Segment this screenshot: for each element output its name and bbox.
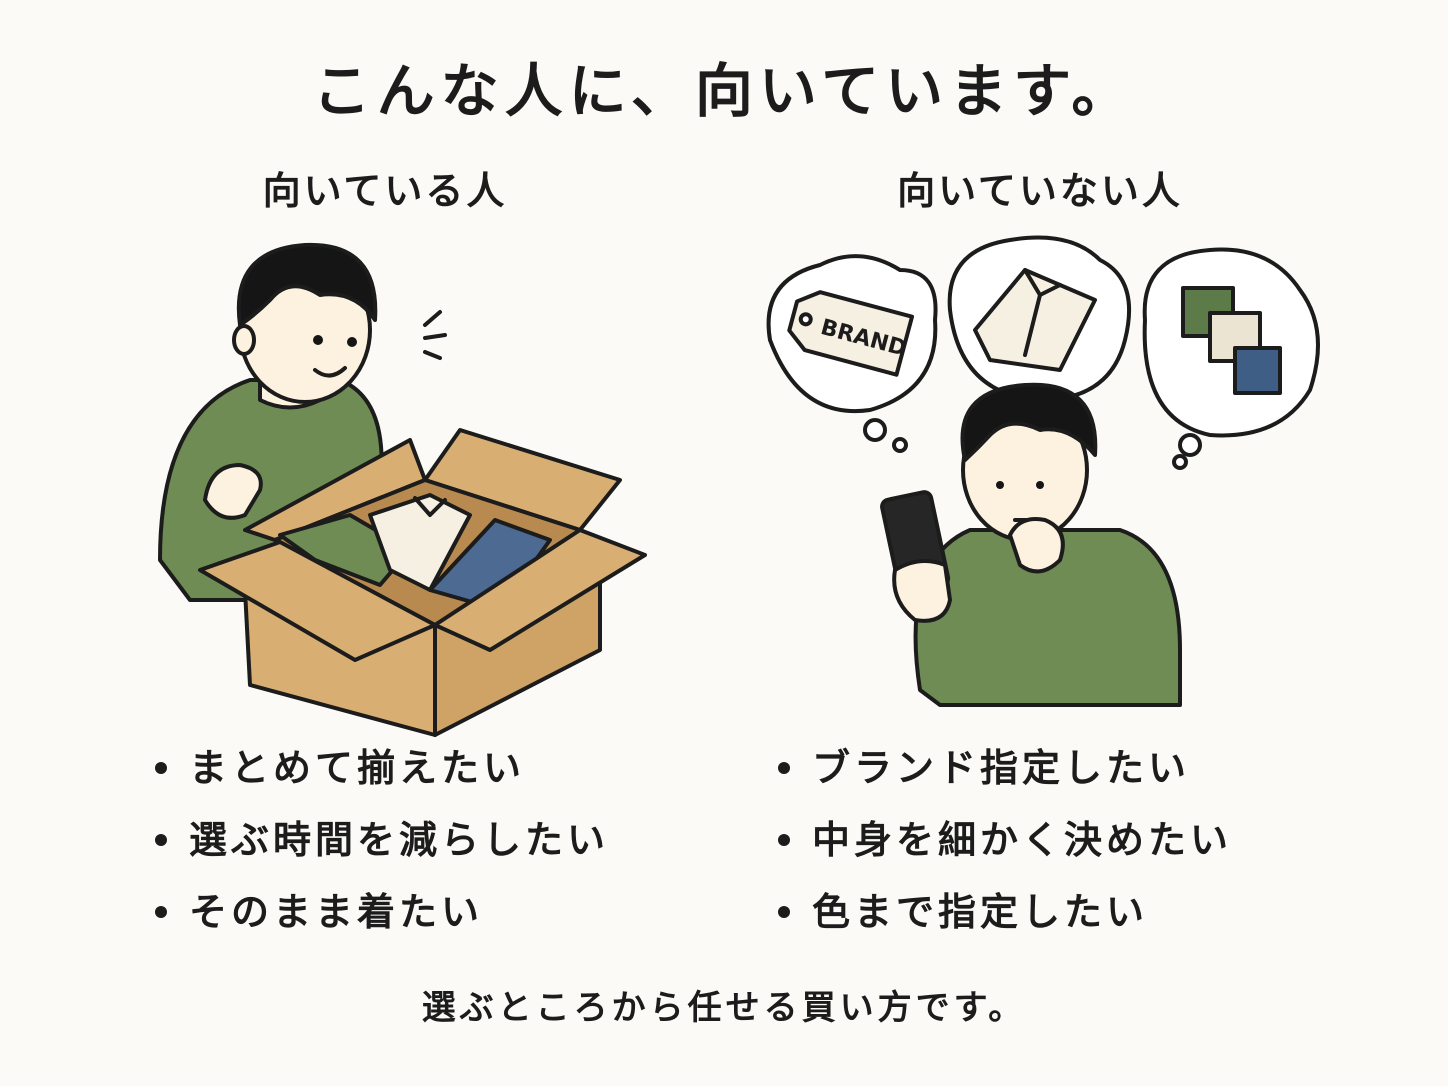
folded-shirt bbox=[368, 493, 472, 592]
color-thought-bubble bbox=[1142, 247, 1320, 470]
unsuitable-points-list: ブランド指定したい 中身を細かく決めたい 色まで指定したい bbox=[778, 732, 1232, 948]
list-item: ブランド指定したい bbox=[778, 732, 1232, 804]
phone-hand bbox=[892, 559, 952, 623]
bullet-icon bbox=[155, 762, 167, 774]
unsuitable-heading: 向いていない人 bbox=[897, 169, 1183, 213]
hand bbox=[203, 463, 263, 520]
shirt-thought-bubble bbox=[947, 235, 1132, 402]
list-item: 中身を細かく決めたい bbox=[778, 804, 1232, 876]
hair bbox=[960, 382, 1098, 462]
suitable-heading: 向いている人 bbox=[262, 169, 508, 213]
bullet-icon bbox=[778, 906, 790, 918]
footer-caption: 選ぶところから任せる買い方です。 bbox=[421, 988, 1027, 1028]
thinking-person-with-phone-illustration: BRAND bbox=[766, 235, 1320, 707]
list-item: 選ぶ時間を減らしたい bbox=[155, 804, 609, 876]
brand-thought-bubble: BRAND bbox=[766, 254, 938, 453]
bullet-icon bbox=[155, 834, 167, 846]
list-item: まとめて揃えたい bbox=[155, 732, 609, 804]
bullet-icon bbox=[155, 906, 167, 918]
happy-person-opening-box-illustration bbox=[158, 242, 647, 737]
suitable-points-list: まとめて揃えたい 選ぶ時間を減らしたい そのまま着たい bbox=[155, 732, 609, 948]
bullet-icon bbox=[778, 834, 790, 846]
page-title: こんな人に、向いています。 bbox=[312, 57, 1136, 125]
hair bbox=[236, 242, 378, 327]
bullet-icon bbox=[778, 762, 790, 774]
list-item: 色まで指定したい bbox=[778, 876, 1232, 948]
list-item: そのまま着たい bbox=[155, 876, 609, 948]
chin-hand bbox=[1008, 517, 1065, 574]
navy-swatch bbox=[1233, 346, 1282, 395]
